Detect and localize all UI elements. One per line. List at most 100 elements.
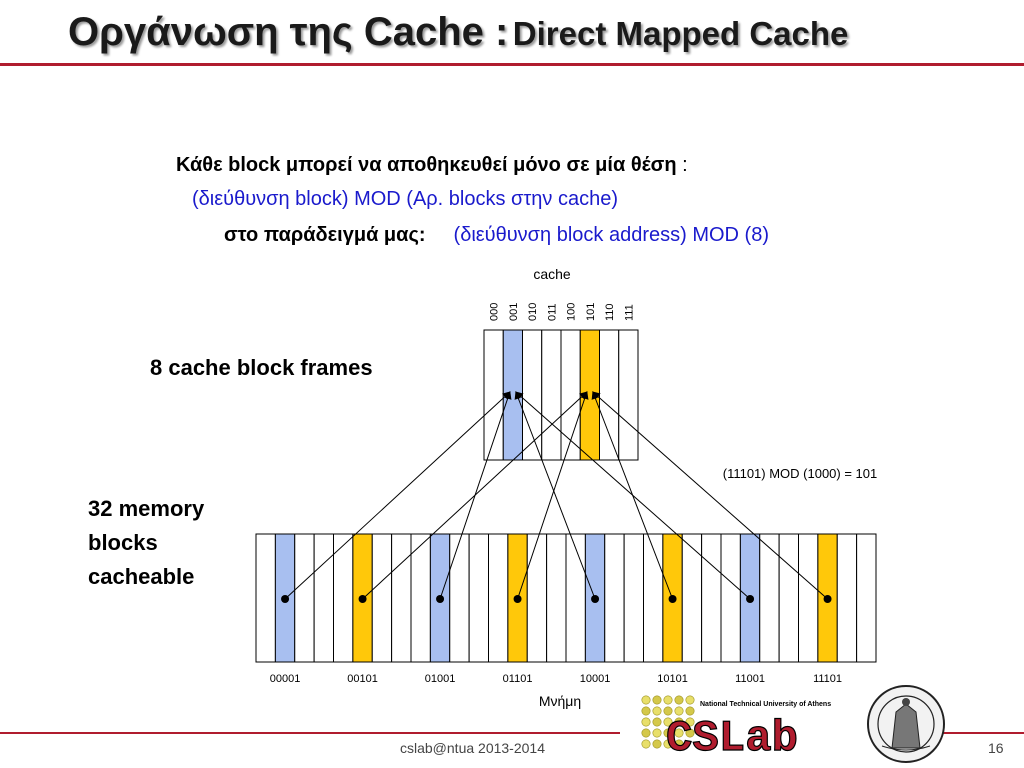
- memory-address-label: 11101: [813, 673, 842, 685]
- slide-title: Οργάνωση της Cache : Direct Mapped Cache: [68, 10, 848, 55]
- logo-dot: [641, 728, 651, 738]
- memory-block: [856, 533, 877, 663]
- memory-block: [798, 533, 819, 663]
- footer-divider-left: [0, 732, 620, 734]
- cache-index-010: 010: [527, 303, 539, 321]
- memory-address-label: 01101: [503, 673, 533, 685]
- logo-dot: [652, 717, 662, 727]
- logo-dot: [663, 739, 673, 749]
- memory-block: [371, 533, 393, 663]
- memory-block: [643, 533, 664, 663]
- memory-block: [720, 533, 741, 663]
- mapping-arrow: [517, 391, 589, 600]
- memory-block: [526, 533, 548, 663]
- logo-subtitle: National Technical University of Athens: [700, 701, 831, 708]
- memory-block: [836, 533, 858, 663]
- mapping-arrow: [514, 391, 596, 600]
- mapping-arrows: [281, 391, 832, 603]
- mapping-arrow-origin: [436, 595, 445, 603]
- mapping-formula: (διεύθυνση block) MOD (Αρ. blocks στην c…: [192, 188, 618, 210]
- footer-divider-right: [930, 732, 1024, 734]
- cache-index-001: 001: [508, 303, 520, 321]
- memory-block: [333, 533, 354, 663]
- logo-dot: [641, 695, 651, 705]
- logo-dot: [641, 706, 651, 716]
- cache-frame-111: [618, 329, 639, 461]
- logo-dot: [663, 695, 673, 705]
- mapping-arrow: [592, 391, 828, 600]
- mapping-arrow: [515, 391, 751, 600]
- rule-statement-tail: :: [676, 154, 688, 176]
- rule-statement: Κάθε block μπορεί να αποθηκευθεί μόνο σε…: [176, 154, 688, 177]
- logo-dot: [663, 728, 673, 738]
- memory-blocks-label: 32 memory blocks cacheable: [88, 496, 205, 589]
- cache-frame-110: [599, 329, 620, 461]
- memory-blocks: [255, 533, 877, 663]
- example-note: (11101) MOD (1000) = 101: [723, 466, 878, 481]
- logo-dot-grid: [641, 695, 695, 749]
- mapping-arrow-origin: [668, 595, 677, 603]
- logo-dot: [663, 717, 673, 727]
- memory-block: [294, 533, 315, 663]
- cache-index-100: 100: [566, 303, 578, 321]
- memory-block: [449, 533, 470, 663]
- logo-dot: [685, 695, 695, 705]
- logo-dot: [641, 739, 651, 749]
- title-part1: Οργάνωση της Cache :: [68, 10, 509, 54]
- memory-block: [255, 533, 276, 663]
- mapping-arrow-origin: [358, 595, 367, 603]
- example-label: στο παράδειγμά μας:: [224, 224, 426, 246]
- memory-block: [546, 533, 567, 663]
- logo-dot: [663, 706, 673, 716]
- university-seal: [867, 685, 945, 763]
- logo-dot: [674, 706, 684, 716]
- footer-text: cslab@ntua 2013-2014: [400, 740, 545, 756]
- example-formula: (διεύθυνση block address) MOD (8): [453, 224, 769, 246]
- mapping-arrow-origin: [281, 595, 290, 603]
- logo-dot: [685, 717, 695, 727]
- cslab-logo: National Technical University of Athens …: [641, 695, 831, 762]
- logo-dot: [674, 695, 684, 705]
- memory-address-label: 10101: [657, 673, 688, 685]
- memory-address-label: 00001: [270, 673, 301, 685]
- memory-title: Μνήμη: [539, 693, 581, 709]
- logo-dot: [652, 728, 662, 738]
- memory-block: [313, 533, 334, 663]
- logo-dot: [685, 706, 695, 716]
- title-part2: Direct Mapped Cache: [512, 15, 849, 52]
- memory-address-label: 00101: [347, 673, 378, 685]
- cache-index-101: 101: [585, 303, 597, 321]
- memory-block: [701, 533, 722, 663]
- mapping-arrow: [284, 391, 511, 600]
- logo-wordmark: CSLab: [666, 714, 798, 762]
- logo-dot: [674, 717, 684, 727]
- mapping-arrow-origin: [823, 595, 832, 603]
- cache-index-011: 011: [546, 303, 558, 321]
- cache-index-111: 111: [623, 304, 635, 321]
- rule-statement-bold: Κάθε block μπορεί να αποθηκευθεί μόνο σε…: [176, 154, 677, 176]
- mapping-arrow-origin: [591, 595, 600, 603]
- cache-title: cache: [533, 266, 571, 282]
- title-divider: [0, 63, 1024, 66]
- memory-block: [604, 533, 625, 663]
- mapping-arrow-origin: [746, 595, 755, 603]
- memory-address-label: 10001: [580, 673, 611, 685]
- logo-dot: [674, 728, 684, 738]
- memory-block: [623, 533, 644, 663]
- logo-dot: [652, 706, 662, 716]
- page-number: 16: [988, 740, 1004, 756]
- cache-frame-010: [522, 329, 543, 461]
- memory-block: [488, 533, 509, 663]
- cache-frame-011: [541, 329, 562, 461]
- cache-index-110: 110: [604, 303, 616, 321]
- memory-block: [468, 533, 489, 663]
- memory-block: [410, 533, 431, 663]
- logo-dot: [652, 739, 662, 749]
- logo-dot: [652, 695, 662, 705]
- memory-address-label: 11001: [735, 673, 765, 685]
- logo-dot: [674, 739, 684, 749]
- mapping-arrow-origin: [513, 595, 522, 603]
